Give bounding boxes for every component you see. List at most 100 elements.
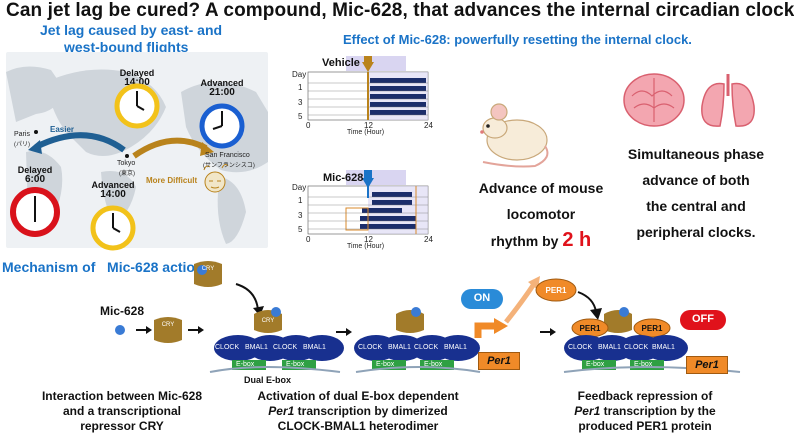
- mic-time-tick-24: 24: [424, 235, 433, 244]
- advance-value: 2 h: [562, 229, 592, 251]
- city-tokyo-jp: (東京): [119, 171, 135, 177]
- organ-illustration: [623, 73, 755, 127]
- clock-advanced-bottom-time: 14:00: [100, 189, 126, 200]
- caption-step2-gene: Per1: [268, 404, 295, 418]
- ebox-label-3a: E-box: [586, 361, 605, 368]
- vehicle-time-tick-24: 24: [424, 121, 433, 130]
- vehicle-day-label: Day: [292, 70, 307, 79]
- per1-protein-top: PER1: [545, 286, 567, 295]
- on-badge: ON: [473, 292, 491, 304]
- clock-label-1b: CLOCK: [273, 344, 298, 351]
- per1-protein-left: PER1: [579, 324, 601, 333]
- simul-line1: Simultaneous phase: [627, 146, 765, 162]
- ebox-label-1a: E-box: [236, 361, 255, 368]
- effect-heading: Effect of Mic-628: powerfully resetting …: [343, 32, 692, 47]
- label-more-difficult: More Difficult: [146, 176, 198, 185]
- city-san-francisco: San Francisco: [205, 152, 250, 159]
- simul-line3: the central and: [646, 198, 746, 214]
- cry-protein-top: [194, 261, 222, 287]
- mic-day-label: Day: [292, 183, 307, 192]
- clock-label-3a: CLOCK: [568, 344, 593, 351]
- bmal1-label-1a: BMAL1: [245, 344, 268, 351]
- mic-time-tick-12: 12: [364, 235, 373, 244]
- caption-step1-line1: Interaction between Mic-628: [41, 389, 203, 403]
- cry-label-1: CRY: [161, 322, 175, 328]
- vehicle-day-tick-3: 3: [298, 98, 303, 107]
- bmal1-label-3b: BMAL1: [652, 344, 675, 351]
- simul-line2: advance of both: [642, 172, 750, 188]
- complex-step2: [354, 276, 540, 373]
- clock-advanced-right-status: Advanced: [200, 78, 244, 88]
- clock-delayed-left-time: 6:00: [24, 174, 45, 185]
- caption-step2: Activation of dual E-box dependent Per1 …: [238, 389, 478, 434]
- caption-step2-line2: Per1 transcription by dimerized: [238, 404, 478, 419]
- advance-line2: locomotor: [506, 206, 576, 222]
- clock-faces: [10, 83, 245, 251]
- vehicle-time-axis-label: Time (Hour): [347, 129, 385, 136]
- caption-step1: Interaction between Mic-628 and a transc…: [22, 389, 222, 434]
- caption-step2-line2-rest: transcription by dimerized: [294, 404, 448, 418]
- caption-step3-line3: produced PER1 protein: [578, 419, 712, 433]
- actogram-vehicle: [307, 56, 429, 121]
- vehicle-label: Vehicle: [322, 57, 360, 69]
- city-tokyo: Tokyo: [117, 160, 136, 167]
- mic-time-tick-0: 0: [306, 235, 311, 244]
- caption-step3-line2: Per1 transcription by the: [545, 404, 745, 419]
- city-paris-jp: (パリ): [14, 142, 30, 148]
- caption-step2-line1: Activation of dual E-box dependent: [257, 389, 459, 403]
- mech-mic-label: Mic-628: [100, 304, 145, 318]
- clock-advanced-bottom-status: Advanced: [91, 180, 135, 190]
- complex-step1: [209, 307, 344, 373]
- bmal1-label-1b: BMAL1: [303, 344, 326, 351]
- mic-day-tick-5: 5: [298, 225, 303, 234]
- ebox-label-3b: E-box: [634, 361, 653, 368]
- clock-delayed-top-status: Delayed: [119, 68, 155, 78]
- bmal1-label-2a: BMAL1: [388, 344, 411, 351]
- mic-day-tick-1: 1: [298, 196, 303, 205]
- per1-protein-right: PER1: [641, 324, 663, 333]
- per1-gene-2: Per1: [478, 352, 520, 370]
- label-easier: Easier: [50, 125, 75, 134]
- clock-label-2b: CLOCK: [414, 344, 439, 351]
- off-badge: OFF: [692, 313, 714, 325]
- bmal1-label-3a: BMAL1: [598, 344, 621, 351]
- mouse-illustration: [480, 103, 549, 168]
- per1-gene-3: Per1: [686, 356, 728, 374]
- clock-delayed-top: [114, 83, 160, 129]
- mic-day-tick-3: 3: [298, 211, 303, 220]
- vehicle-day-tick-5: 5: [298, 112, 303, 121]
- caption-step3-gene: Per1: [574, 404, 601, 418]
- mechanism-heading-compound: Mic-628 action: [107, 259, 204, 275]
- mechanism-diagram: [115, 261, 741, 373]
- mic628-molecule-1: [115, 325, 125, 335]
- page-title: Can jet lag be cured? A compound, Mic-62…: [6, 0, 794, 21]
- city-paris: Paris: [14, 131, 30, 138]
- mechanism-heading: Mechanism of Mic-628 action: [2, 259, 204, 275]
- advance-line3: rhythm by 2 h: [456, 227, 626, 254]
- cry-label-top: CRY: [201, 266, 215, 272]
- city-san-francisco-jp: (サンフランシスコ): [203, 163, 255, 169]
- lungs-icon: [701, 74, 755, 127]
- vehicle-time-tick-0: 0: [306, 121, 311, 130]
- mic-time-axis-label: Time (Hour): [347, 243, 385, 250]
- brain-icon: [623, 73, 685, 127]
- map-heading-line2: west-bound flights: [64, 39, 189, 55]
- caption-step1-line3: repressor CRY: [80, 419, 164, 433]
- clock-delayed-top-time: 14:00: [124, 77, 150, 88]
- cry-label-complex1: CRY: [261, 318, 275, 324]
- ebox-label-2b: E-box: [424, 361, 443, 368]
- clock-delayed-left: [10, 187, 60, 237]
- mic-label: Mic-628: [323, 172, 364, 184]
- bmal1-label-2b: BMAL1: [444, 344, 467, 351]
- vehicle-time-tick-12: 12: [364, 121, 373, 130]
- map-heading-line1: Jet lag caused by east- and: [40, 22, 223, 38]
- clock-delayed-left-status: Delayed: [17, 165, 53, 175]
- vehicle-day-tick-1: 1: [298, 83, 303, 92]
- caption-step3-line2-rest: transcription by the: [600, 404, 716, 418]
- caption-step3: Feedback repression of Per1 transcriptio…: [545, 389, 745, 434]
- clock-label-3b: CLOCK: [624, 344, 649, 351]
- clock-advanced-right: [199, 103, 245, 149]
- cry-protein-1: [154, 317, 182, 343]
- simul-line4: peripheral clocks.: [636, 224, 756, 240]
- advance-line3-prefix: rhythm by: [490, 233, 563, 249]
